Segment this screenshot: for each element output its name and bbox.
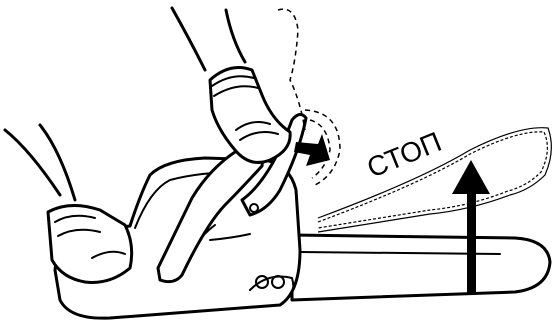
stop-label: СТОП xyxy=(363,126,446,184)
guide-bar xyxy=(292,235,550,300)
right-hand xyxy=(5,125,132,282)
left-hand xyxy=(172,8,290,162)
